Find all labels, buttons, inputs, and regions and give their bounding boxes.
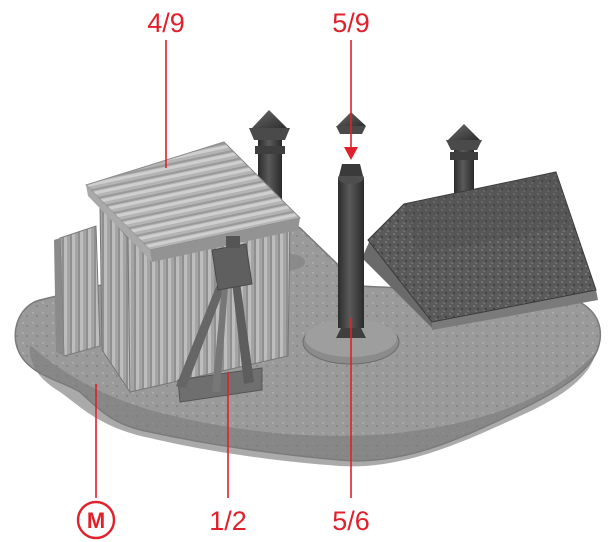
speckled-hut [362,171,598,330]
label-top-left: 4/9 [147,8,185,38]
tripod-instrument [176,236,263,403]
marker-letter: M [87,508,105,533]
label-bottom-center: 1/2 [209,506,247,536]
circled-letter-icon: M [76,500,116,540]
loose-wall-panel [54,225,101,357]
label-bottom-right: 5/6 [332,506,370,536]
arrowhead-icon [344,147,358,160]
callout-lines [95,40,358,498]
label-top-right: 5/9 [332,8,370,38]
